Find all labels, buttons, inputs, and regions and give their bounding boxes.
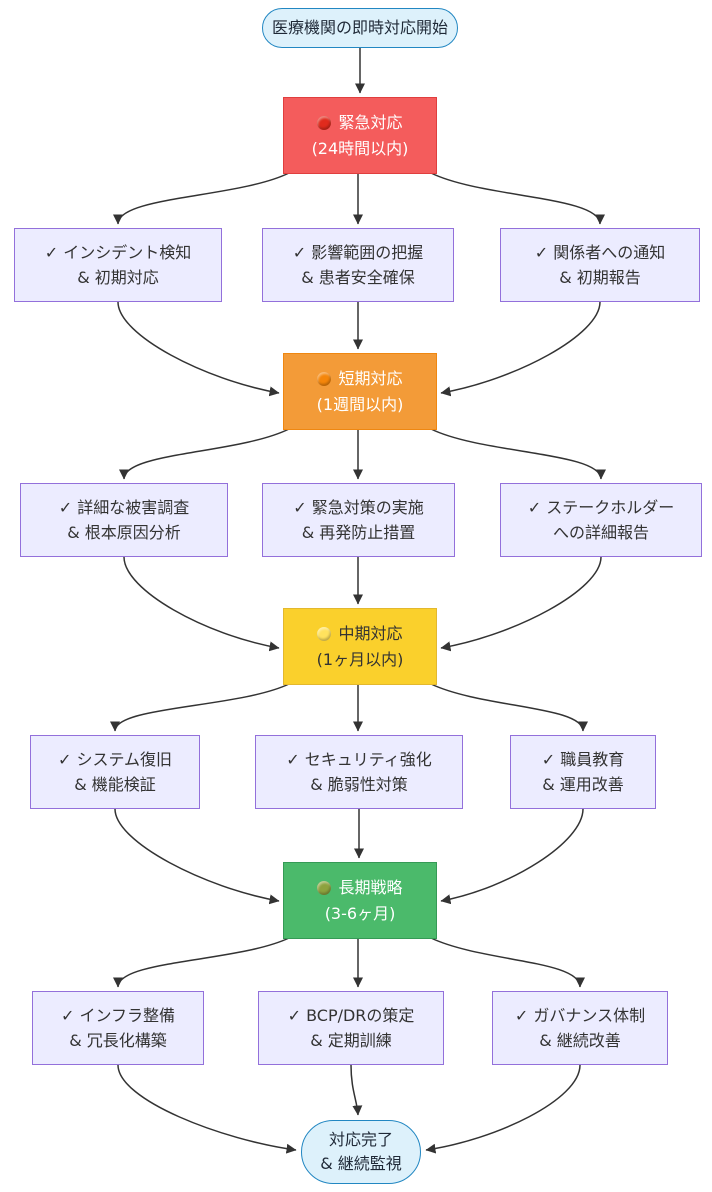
task-line2: への詳細報告 (552, 523, 649, 542)
task-node-infrastructure: ✓ インフラ整備 & 冗長化構築 (32, 991, 204, 1065)
task-node-security-hardening: ✓ セキュリティ強化 & 脆弱性対策 (255, 735, 463, 809)
task-line1: ✓ BCP/DRの策定 (287, 1006, 415, 1025)
edge-phase4-to-task4R (430, 937, 585, 988)
task-line2: & 冗長化構築 (69, 1031, 167, 1050)
task-line2: & 再発防止措置 (301, 523, 416, 542)
phase-node-short-term: 短期対応 (1週間以内) (283, 353, 437, 430)
phase-node-long-term: 長期戦略 (3-6ヶ月) (283, 862, 437, 939)
start-node: 医療機関の即時対応開始 (262, 8, 458, 48)
end-node-line2: & 継続監視 (320, 1154, 402, 1173)
edge-phase2-to-task2L (119, 428, 290, 480)
task-line1: ✓ 職員教育 (541, 750, 625, 769)
edge-phase3-to-task3L (110, 683, 290, 732)
task-line2: & 定期訓練 (310, 1031, 392, 1050)
end-node-line1: 対応完了 (328, 1130, 393, 1149)
task-node-governance: ✓ ガバナンス体制 & 継続改善 (492, 991, 668, 1065)
edge-task3R-to-phase4 (440, 808, 584, 905)
edge-task4C-to-end (350, 1064, 363, 1116)
phase-title: 緊急対応 (338, 112, 403, 132)
task-node-impact-assessment: ✓ 影響範囲の把握 & 患者安全確保 (262, 228, 454, 302)
task-node-system-recovery: ✓ システム復旧 & 機能検証 (30, 735, 200, 809)
phase-title: 短期対応 (338, 368, 403, 388)
phase-node-emergency: 緊急対応 (24時間以内) (283, 97, 437, 174)
task-node-incident-detection: ✓ インシデント検知 & 初期対応 (14, 228, 222, 302)
task-node-damage-investigation: ✓ 詳細な被害調査 & 根本原因分析 (20, 483, 228, 557)
edge-phase1-to-task1R (430, 172, 605, 225)
task-line1: ✓ 詳細な被害調査 (58, 498, 190, 517)
green-circle-icon (317, 880, 332, 895)
task-line2: & 根本原因分析 (67, 523, 181, 542)
edge-task4R-to-end (425, 1064, 581, 1154)
edge-phase2-to-task2R (430, 428, 606, 480)
edge-task2R-to-phase3 (440, 556, 602, 652)
task-line1: ✓ ステークホルダー (527, 498, 675, 517)
phase-subtitle: (3-6ヶ月) (324, 903, 396, 923)
phase-node-mid-term: 中期対応 (1ヶ月以内) (283, 608, 437, 685)
start-node-label: 医療機関の即時対応開始 (271, 18, 448, 37)
edge-phase3-to-task3R (430, 683, 588, 732)
task-line1: ✓ インシデント検知 (44, 243, 192, 262)
task-line1: ✓ インフラ整備 (60, 1006, 175, 1025)
phase-subtitle: (1週間以内) (316, 394, 404, 414)
task-node-staff-training: ✓ 職員教育 & 運用改善 (510, 735, 656, 809)
phase-title: 中期対応 (338, 623, 403, 643)
task-line2: & 継続改善 (539, 1031, 621, 1050)
edge-task3L-to-phase4 (114, 808, 280, 905)
yellow-circle-icon (317, 626, 332, 641)
task-node-stakeholder-report: ✓ ステークホルダー への詳細報告 (500, 483, 702, 557)
task-line2: & 初期報告 (559, 268, 641, 287)
phase-subtitle: (24時間以内) (311, 138, 409, 158)
task-line1: ✓ システム復旧 (57, 750, 172, 769)
task-line2: & 運用改善 (542, 775, 624, 794)
orange-circle-icon (317, 371, 332, 386)
task-line1: ✓ ガバナンス体制 (514, 1006, 646, 1025)
task-line1: ✓ 関係者への通知 (534, 243, 666, 262)
edge-phase4-to-task4L (113, 937, 290, 988)
task-node-bcp-dr: ✓ BCP/DRの策定 & 定期訓練 (258, 991, 444, 1065)
end-node: 対応完了 & 継続監視 (301, 1120, 421, 1184)
edge-task2L-to-phase3 (123, 556, 280, 652)
red-circle-icon (317, 115, 332, 130)
task-node-emergency-measures: ✓ 緊急対策の実施 & 再発防止措置 (262, 483, 455, 557)
task-line2: & 初期対応 (77, 268, 159, 287)
edge-task4L-to-end (117, 1064, 297, 1154)
task-line2: & 患者安全確保 (301, 268, 415, 287)
task-line1: ✓ 影響範囲の把握 (292, 243, 424, 262)
phase-title: 長期戦略 (338, 877, 403, 897)
phase-subtitle: (1ヶ月以内) (316, 649, 404, 669)
task-line1: ✓ セキュリティ強化 (286, 750, 432, 769)
task-line2: & 脆弱性対策 (310, 775, 408, 794)
edge-task1R-to-phase2 (440, 301, 601, 397)
task-line1: ✓ 緊急対策の実施 (293, 498, 424, 517)
task-line2: & 機能検証 (74, 775, 156, 794)
edge-task1L-to-phase2 (117, 301, 280, 397)
task-node-stakeholder-notification: ✓ 関係者への通知 & 初期報告 (500, 228, 700, 302)
edge-phase1-to-task1L (113, 172, 290, 225)
